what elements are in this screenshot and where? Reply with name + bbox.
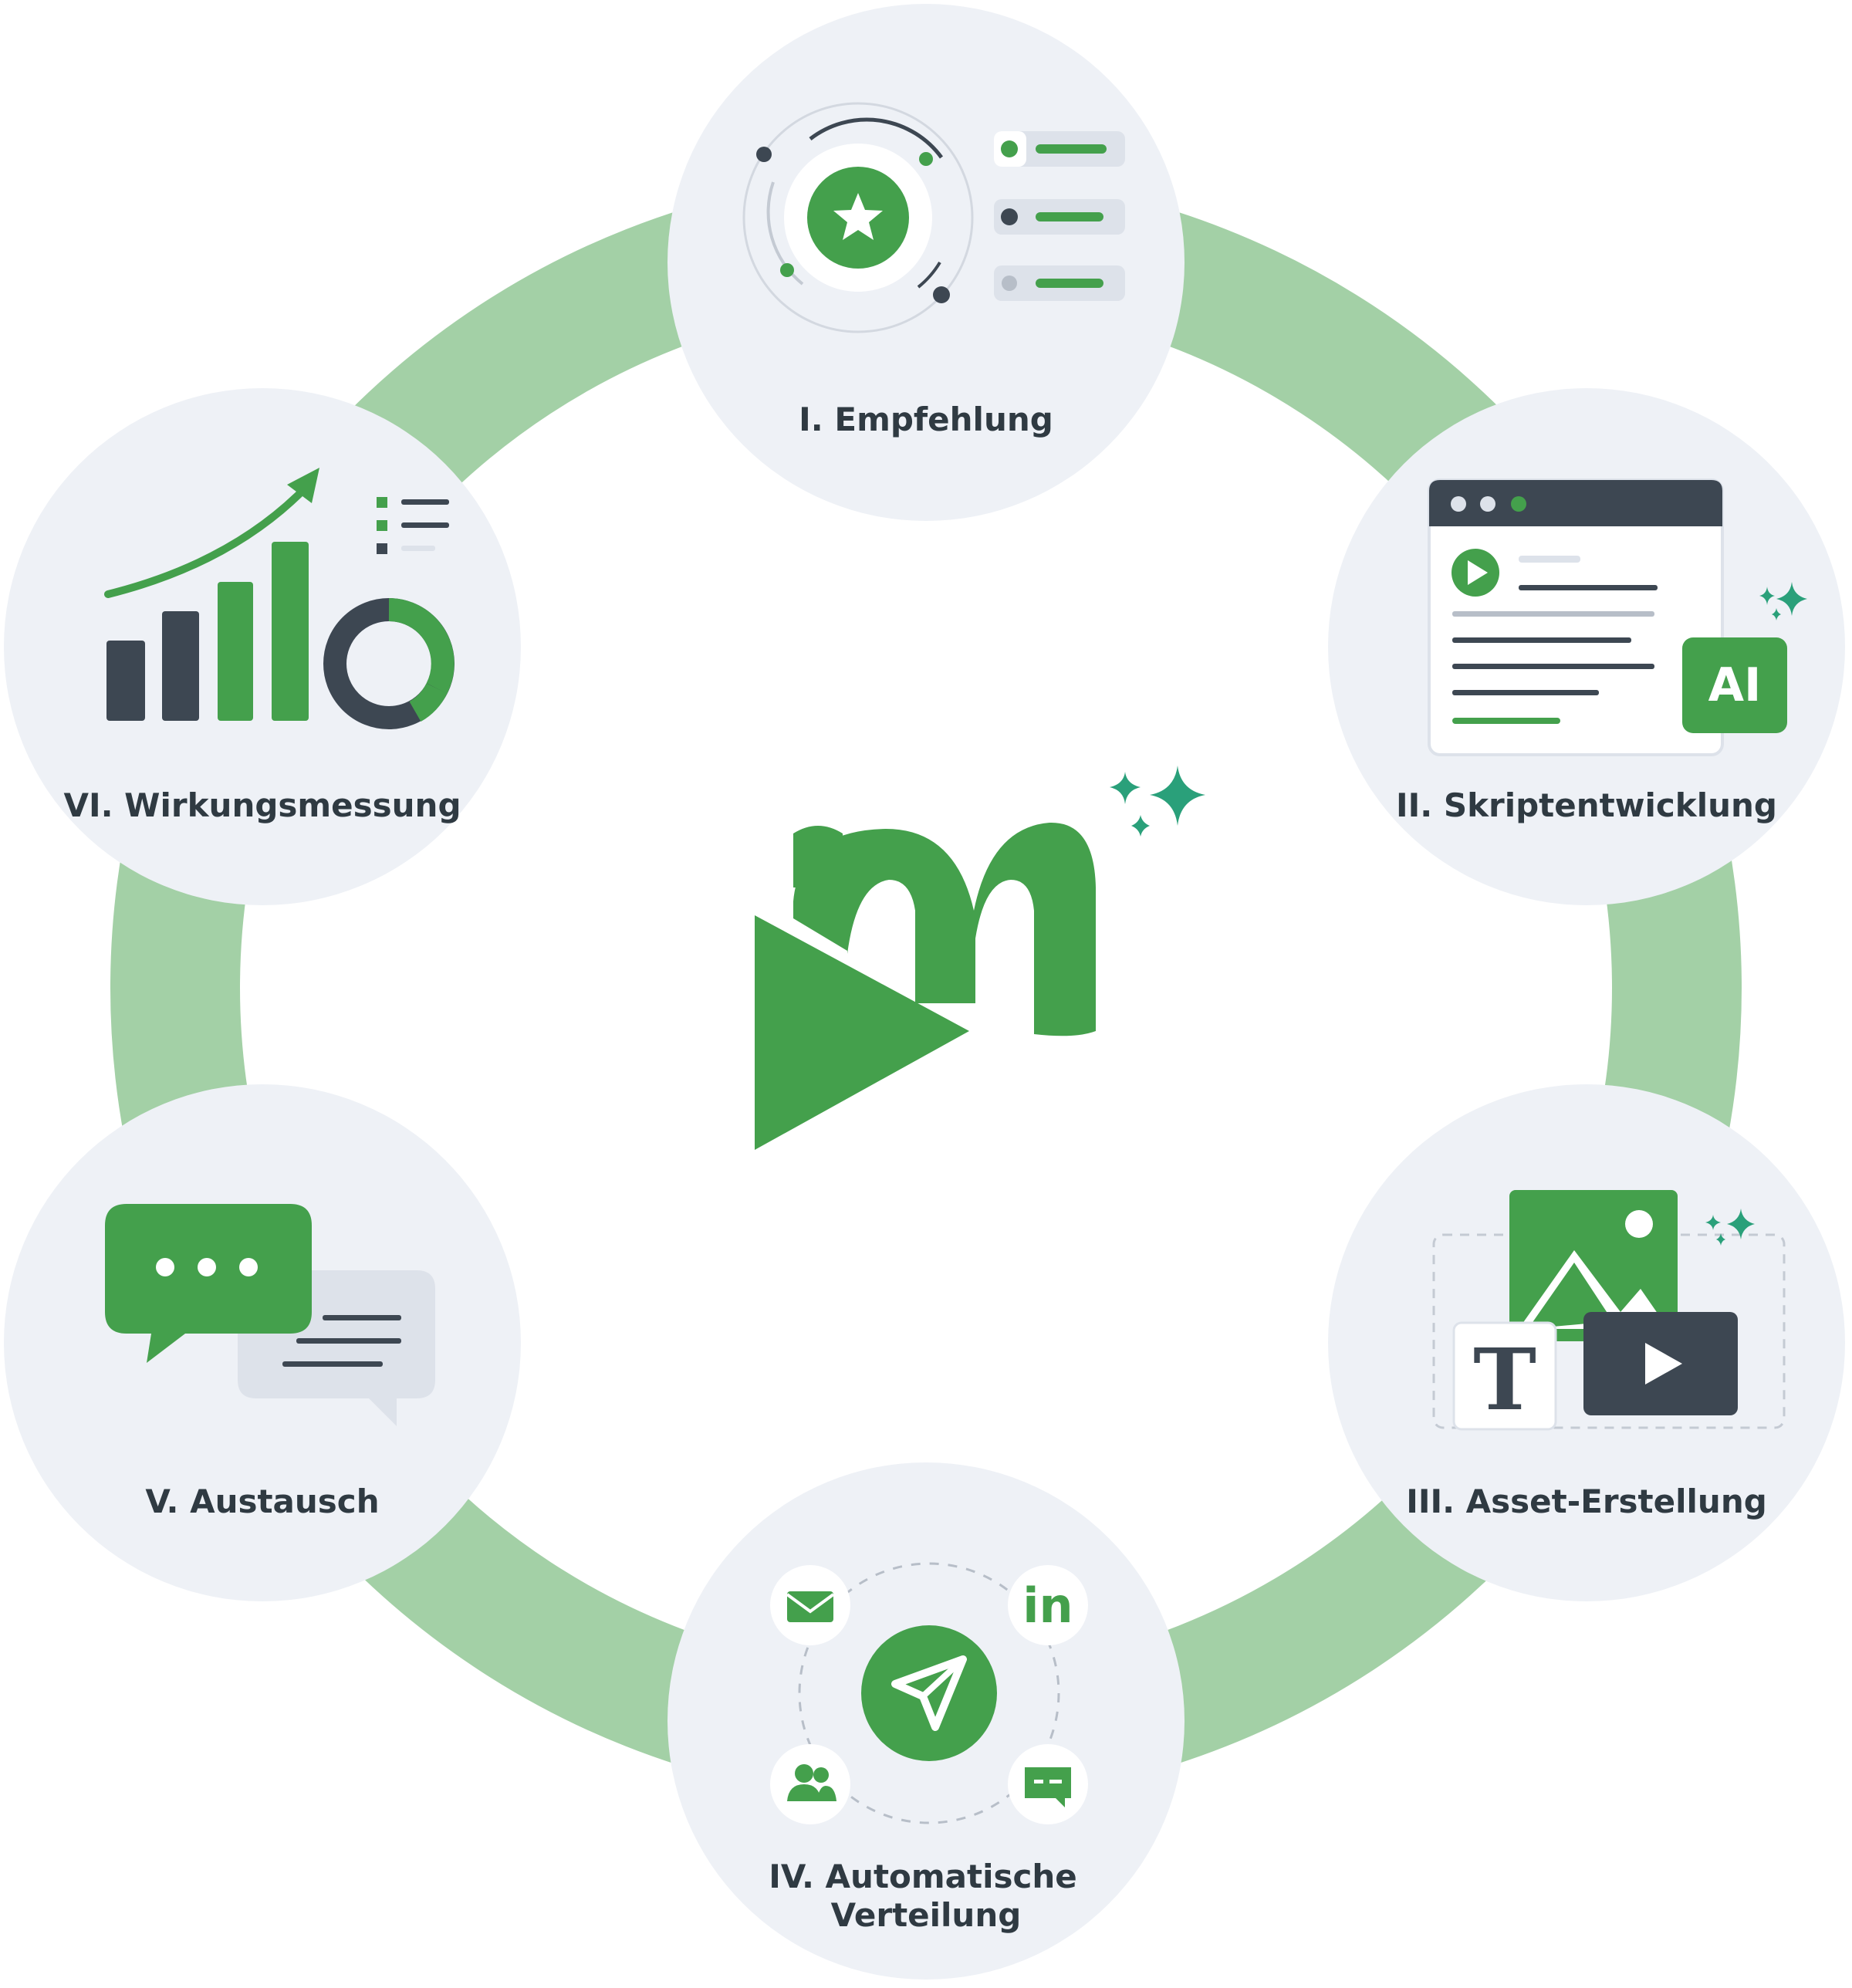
legend-list-icon xyxy=(377,497,449,554)
node-circle xyxy=(667,4,1185,521)
message-icon xyxy=(1008,1744,1088,1824)
text-tile-icon: T xyxy=(1452,1321,1557,1431)
step-node-1: I. Empfehlung xyxy=(667,4,1185,521)
step-label: V. Austausch xyxy=(145,1483,379,1520)
sparkle-icon xyxy=(1110,766,1205,837)
step-node-3: T III. Asset-Erstellung xyxy=(1328,1084,1845,1601)
step-node-5: V. Austausch xyxy=(4,1084,521,1601)
assets-icon: T xyxy=(1432,1190,1786,1431)
node-circle xyxy=(4,388,521,905)
sparkle-icon xyxy=(1705,1209,1755,1246)
step-node-4: in IV. Automatische Verteilung xyxy=(667,1462,1185,1980)
step-label: VI. Wirkungsmessung xyxy=(63,786,461,824)
star-target-icon xyxy=(742,102,974,333)
speech-bubble-icon xyxy=(105,1204,312,1363)
step-label-line2: Verteilung xyxy=(831,1896,1022,1934)
linkedin-icon: in xyxy=(1008,1565,1088,1645)
image-icon xyxy=(1509,1190,1678,1341)
center-logo xyxy=(755,766,1205,1150)
chat-icon xyxy=(105,1204,435,1426)
video-icon xyxy=(1583,1312,1738,1415)
distribution-icon: in xyxy=(770,1562,1088,1824)
svg-text:T: T xyxy=(1473,1330,1536,1429)
trend-arrow-icon xyxy=(104,468,319,598)
svg-text:AI: AI xyxy=(1708,658,1762,712)
users-icon xyxy=(770,1744,850,1824)
email-icon xyxy=(770,1565,850,1645)
donut-chart-icon xyxy=(323,598,455,729)
m-play-logo-icon xyxy=(755,822,1096,1150)
step-label-line1: IV. Automatische xyxy=(769,1858,1077,1895)
step-node-2: AI II. Skriptentwicklung xyxy=(1328,388,1845,905)
ranked-list-icon xyxy=(994,131,1125,301)
bar-chart-icon xyxy=(106,542,309,721)
step-label: I. Empfehlung xyxy=(799,401,1053,438)
svg-text:in: in xyxy=(1022,1577,1073,1634)
analytics-icon xyxy=(104,468,455,729)
ai-badge: AI xyxy=(1682,637,1787,733)
step-label: III. Asset-Erstellung xyxy=(1406,1483,1767,1520)
script-window-icon xyxy=(1428,478,1724,756)
send-icon xyxy=(861,1625,997,1761)
star-icon xyxy=(833,193,883,240)
step-node-6: VI. Wirkungsmessung xyxy=(4,388,521,905)
step-label: II. Skriptentwicklung xyxy=(1396,786,1777,824)
sparkle-icon xyxy=(1759,582,1807,620)
